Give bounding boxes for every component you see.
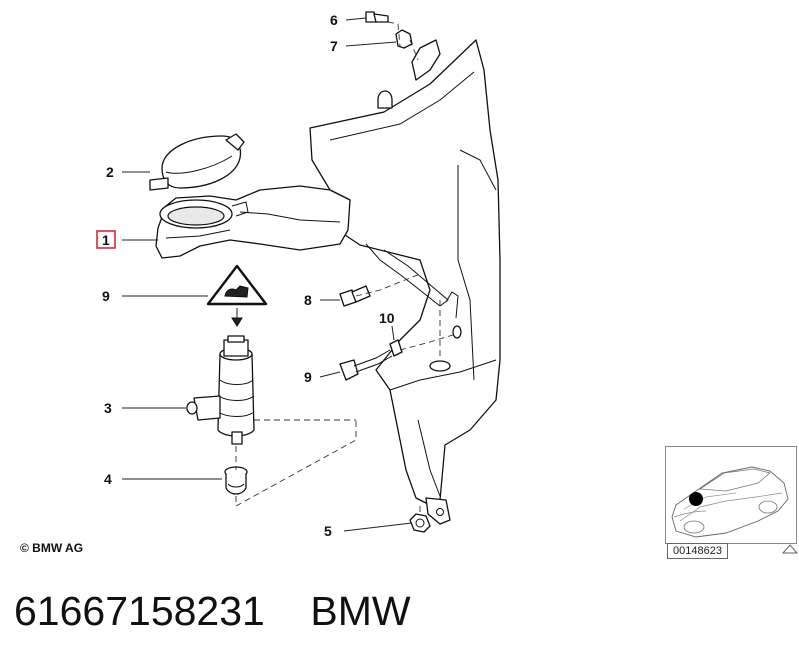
part-number-caption: 61667158231 BMW bbox=[14, 588, 411, 634]
filler-cap bbox=[149, 133, 245, 191]
washer-pump bbox=[186, 335, 255, 445]
callout-6[interactable]: 6 bbox=[330, 12, 338, 28]
warning-triangle-icon bbox=[206, 264, 268, 327]
hex-nut bbox=[409, 513, 431, 533]
triangle-marker-icon bbox=[781, 544, 799, 554]
car-locator-icon bbox=[671, 466, 789, 538]
screw bbox=[339, 285, 371, 307]
callouts: 6 7 2 1 9 8 10 9 3 4 5 bbox=[96, 12, 395, 539]
callout-3[interactable]: 3 bbox=[104, 400, 112, 416]
callout-1[interactable]: 1 bbox=[102, 232, 110, 248]
callout-9-bottom[interactable]: 9 bbox=[304, 369, 312, 385]
callout-10[interactable]: 10 bbox=[379, 310, 395, 326]
reference-number: 00148623 bbox=[667, 543, 728, 559]
filler-neck-pipe bbox=[155, 185, 351, 259]
washer-reservoir-tank bbox=[309, 39, 501, 525]
callout-1-highlight-box bbox=[96, 230, 116, 249]
vehicle-locator-thumbnail bbox=[665, 446, 797, 544]
level-sensor bbox=[339, 339, 403, 381]
leader-lines bbox=[122, 17, 413, 532]
callout-8[interactable]: 8 bbox=[304, 292, 312, 308]
callout-4[interactable]: 4 bbox=[104, 471, 112, 487]
callout-5[interactable]: 5 bbox=[324, 523, 332, 539]
location-marker-dot bbox=[689, 492, 703, 506]
callout-7[interactable]: 7 bbox=[330, 38, 338, 54]
callout-2[interactable]: 2 bbox=[106, 164, 114, 180]
grommet bbox=[224, 466, 248, 495]
bolt bbox=[365, 11, 389, 23]
clip-nut bbox=[395, 29, 413, 49]
callout-9-top[interactable]: 9 bbox=[102, 288, 110, 304]
copyright-notice: © BMW AG bbox=[20, 541, 84, 555]
assembly-lines bbox=[235, 21, 457, 514]
